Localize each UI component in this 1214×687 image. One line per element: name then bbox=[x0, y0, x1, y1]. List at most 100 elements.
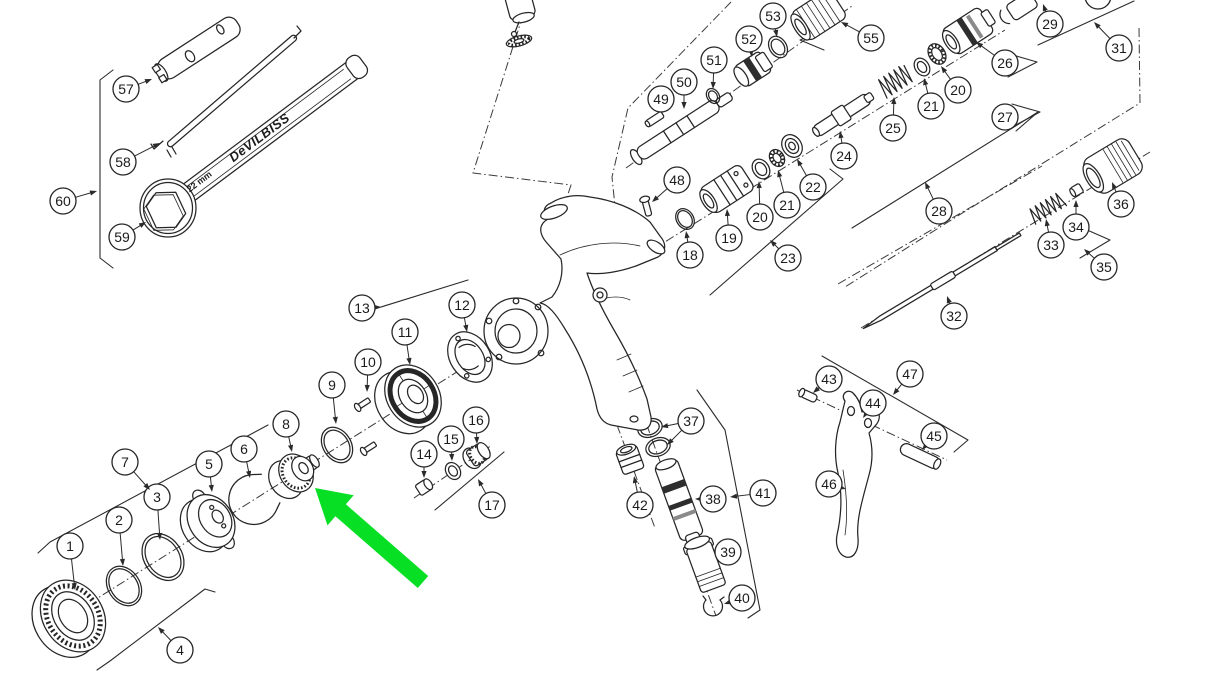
callout-27: 27 bbox=[991, 103, 1019, 131]
callout-5: 5 bbox=[195, 450, 223, 492]
callout-18: 18 bbox=[676, 231, 704, 269]
callout-42: 42 bbox=[626, 476, 654, 519]
part-cartridge-16 bbox=[462, 441, 491, 470]
callout-39: 39 bbox=[714, 538, 742, 566]
svg-text:55: 55 bbox=[863, 30, 879, 46]
highlight-arrow bbox=[315, 488, 429, 588]
callout-10: 10 bbox=[354, 348, 382, 392]
svg-text:42: 42 bbox=[632, 497, 648, 513]
callouts-layer: 1234567891011121314151617181920212223242… bbox=[49, 2, 1135, 664]
part-seal-ring-9 bbox=[320, 426, 354, 464]
part-valve-top-29 bbox=[999, 0, 1038, 25]
svg-text:34: 34 bbox=[1068, 219, 1084, 235]
callout-35: 35 bbox=[1084, 249, 1118, 281]
svg-text:41: 41 bbox=[755, 485, 771, 501]
part-nut-34 bbox=[1069, 183, 1084, 198]
svg-text:49: 49 bbox=[653, 91, 669, 107]
svg-text:58: 58 bbox=[115, 154, 131, 170]
callout-31: 31 bbox=[1094, 22, 1133, 62]
part-valve-shaft-50 bbox=[629, 92, 733, 166]
svg-text:6: 6 bbox=[240, 441, 248, 457]
callout-58: 58 bbox=[109, 143, 160, 176]
part-washer-21a bbox=[768, 148, 786, 168]
callout-52: 52 bbox=[735, 25, 763, 57]
callout-34: 34 bbox=[1062, 200, 1090, 241]
callout-12: 12 bbox=[448, 291, 476, 332]
part-seal-15 bbox=[444, 461, 462, 481]
callout-46: 46 bbox=[815, 470, 846, 498]
callout-22: 22 bbox=[797, 159, 827, 201]
part-air-cap bbox=[179, 489, 236, 553]
part-nut-14 bbox=[415, 478, 434, 496]
part-trigger-pin-45 bbox=[899, 443, 942, 470]
svg-text:37: 37 bbox=[683, 413, 699, 429]
part-screw-48 bbox=[639, 195, 653, 217]
callout-14: 14 bbox=[410, 440, 438, 478]
svg-text:18: 18 bbox=[682, 247, 698, 263]
svg-text:36: 36 bbox=[1113, 196, 1129, 212]
part-spring-25 bbox=[878, 64, 913, 99]
part-washer-21b bbox=[913, 57, 931, 77]
svg-text:21: 21 bbox=[923, 98, 939, 114]
part-adjusting-knob bbox=[1082, 138, 1143, 194]
callout-2: 2 bbox=[105, 506, 133, 566]
callout-38: 38 bbox=[695, 485, 727, 513]
svg-text:13: 13 bbox=[354, 300, 370, 316]
svg-text:8: 8 bbox=[282, 416, 290, 432]
part-pin-49 bbox=[644, 111, 665, 128]
svg-text:33: 33 bbox=[1043, 237, 1059, 253]
svg-text:21: 21 bbox=[779, 197, 795, 213]
svg-text:23: 23 bbox=[780, 250, 796, 266]
part-valve-stem-24 bbox=[811, 92, 875, 137]
callout-32: 32 bbox=[940, 296, 968, 330]
part-baffle bbox=[268, 453, 320, 500]
callout-44: 44 bbox=[859, 389, 887, 418]
part-top-adjust-knob bbox=[504, 0, 536, 48]
svg-text:1: 1 bbox=[66, 538, 74, 554]
part-needle-spring bbox=[1029, 192, 1068, 225]
callout-11: 11 bbox=[391, 318, 419, 365]
svg-text:7: 7 bbox=[121, 454, 129, 470]
callout-16: 16 bbox=[462, 406, 490, 444]
callout-25: 25 bbox=[879, 97, 907, 142]
callout-1: 1 bbox=[56, 532, 84, 590]
svg-text:43: 43 bbox=[821, 371, 837, 387]
callout-50: 50 bbox=[670, 68, 698, 109]
callout-21: 21 bbox=[773, 170, 801, 219]
callout-26: 26 bbox=[976, 42, 1019, 77]
part-seal-ring-53 bbox=[767, 35, 789, 59]
svg-text:5: 5 bbox=[205, 456, 213, 472]
callout-48: 48 bbox=[652, 166, 691, 202]
svg-text:24: 24 bbox=[836, 148, 852, 164]
svg-text:46: 46 bbox=[821, 476, 837, 492]
callout-60: 60 bbox=[49, 187, 97, 215]
callout-43: 43 bbox=[813, 365, 843, 393]
svg-text:19: 19 bbox=[721, 230, 737, 246]
callout-49: 49 bbox=[647, 85, 675, 113]
callout-59: 59 bbox=[108, 222, 146, 251]
svg-text:39: 39 bbox=[720, 544, 736, 560]
part-screw-10b bbox=[359, 441, 377, 457]
callout-51: 51 bbox=[700, 46, 728, 89]
svg-text:25: 25 bbox=[885, 120, 901, 136]
svg-text:48: 48 bbox=[669, 172, 685, 188]
svg-text:32: 32 bbox=[946, 308, 962, 324]
svg-text:28: 28 bbox=[931, 203, 947, 219]
svg-text:38: 38 bbox=[705, 491, 721, 507]
callout-28: 28 bbox=[925, 182, 953, 225]
callout-8: 8 bbox=[272, 410, 300, 452]
part-clip-40 bbox=[702, 595, 725, 617]
part-retaining-ring bbox=[31, 579, 107, 658]
callout-40: 40 bbox=[724, 584, 756, 612]
svg-text:53: 53 bbox=[765, 8, 781, 24]
svg-text:47: 47 bbox=[902, 366, 918, 382]
wrench-brand-text: DeVILBISS bbox=[226, 110, 292, 165]
callout-53: 53 bbox=[759, 2, 787, 37]
svg-text:15: 15 bbox=[443, 431, 459, 447]
part-washer-20b bbox=[927, 43, 947, 65]
callout-55: 55 bbox=[841, 22, 885, 52]
callout-partial-top bbox=[1084, 0, 1112, 10]
svg-text:51: 51 bbox=[706, 52, 722, 68]
svg-text:22: 22 bbox=[805, 179, 821, 195]
